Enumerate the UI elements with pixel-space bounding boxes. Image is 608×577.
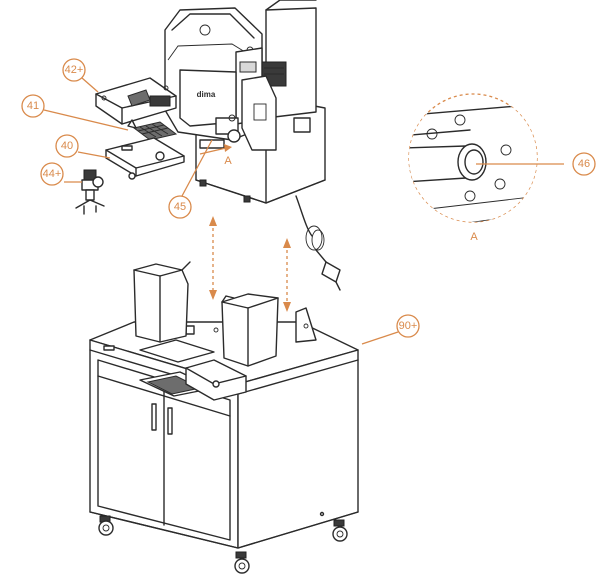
callout-42-label: 42+: [65, 64, 84, 76]
part-44-valve: [75, 169, 105, 215]
callout-44-label: 44+: [43, 168, 62, 180]
callout-44: 44+: [40, 162, 64, 186]
detail-marker-a-small: A: [224, 155, 232, 167]
callout-41-label: 41: [27, 100, 39, 112]
detail-marker-a-large: A: [470, 231, 478, 243]
callout-40: 40: [55, 134, 79, 158]
part-40-tray: [105, 137, 185, 180]
assembly-arrows: [199, 144, 291, 312]
callout-90-label: 90+: [399, 320, 418, 332]
hopper-right: [221, 293, 279, 367]
callout-42: 42+: [62, 58, 86, 82]
callout-45-label: 45: [174, 201, 186, 213]
part-41-grid-plate: [127, 119, 178, 141]
part-42-assembly: [95, 77, 177, 125]
leader-lines: [43, 77, 564, 345]
callout-41: 41: [21, 94, 45, 118]
detail-view-a: [408, 93, 538, 223]
cabinet-unit: [89, 307, 359, 574]
callout-45: 45: [168, 195, 192, 219]
machine-unit: dima: [164, 0, 341, 291]
callout-46: 46: [572, 152, 596, 176]
callout-40-label: 40: [61, 140, 73, 152]
hopper-left: [133, 261, 191, 343]
brand-logo-text: dima: [197, 90, 216, 99]
callout-46-label: 46: [578, 158, 590, 170]
callout-90: 90+: [396, 314, 420, 338]
